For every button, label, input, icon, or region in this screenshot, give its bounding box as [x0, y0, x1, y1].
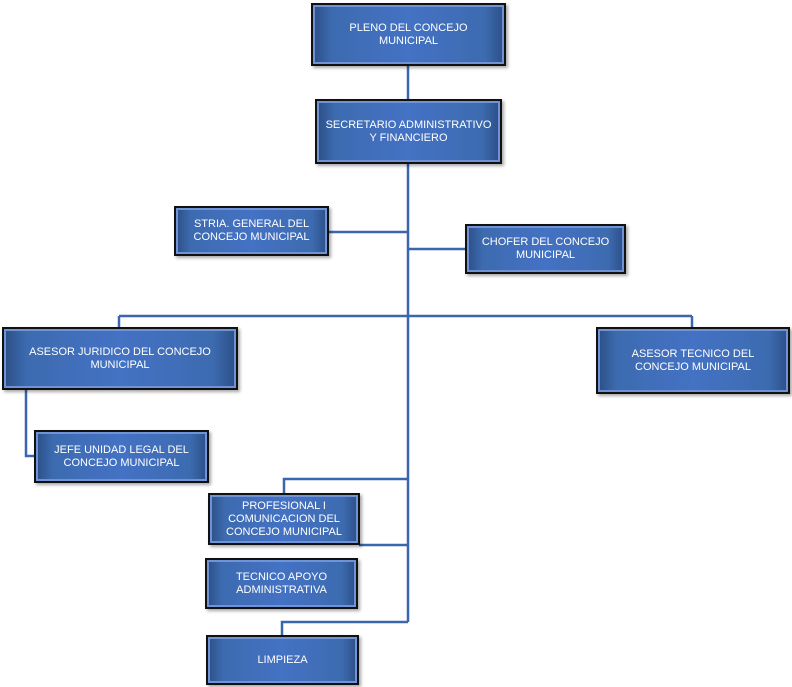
node-secretario: SECRETARIO ADMINISTRATIVO Y FINANCIERO: [315, 99, 502, 164]
node-profesional: PROFESIONAL I COMUNICACION DEL CONCEJO M…: [208, 493, 360, 545]
connector-profesional: [282, 477, 408, 494]
node-jefe-legal: JEFE UNIDAD LEGAL DEL CONCEJO MUNICIPAL: [34, 430, 209, 483]
connector-jefe-legal: [24, 390, 36, 458]
node-stria: STRIA. GENERAL DEL CONCEJO MUNICIPAL: [174, 206, 329, 256]
node-pleno: PLENO DEL CONCEJO MUNICIPAL: [311, 3, 506, 66]
connector-limpieza: [280, 620, 408, 636]
node-asesor-tecnico: ASESOR TECNICO DEL CONCEJO MUNICIPAL: [596, 327, 790, 394]
node-asesor-juridico: ASESOR JURIDICO DEL CONCEJO MUNICIPAL: [2, 327, 238, 390]
node-tecnico-apoyo: TECNICO APOYO ADMINISTRATIVA: [205, 558, 358, 609]
node-limpieza: LIMPIEZA: [206, 635, 359, 685]
node-chofer: CHOFER DEL CONCEJO MUNICIPAL: [465, 224, 626, 274]
